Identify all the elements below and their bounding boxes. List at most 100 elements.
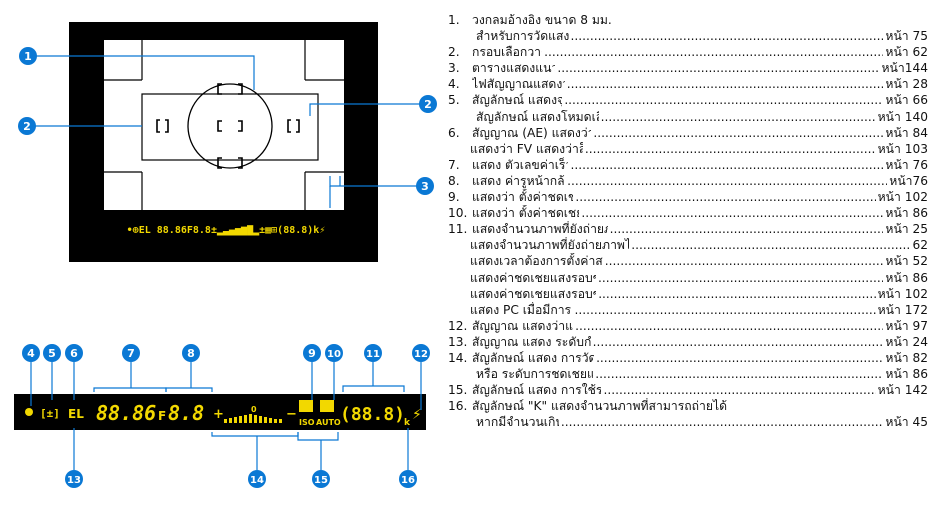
svg-text:10: 10	[327, 349, 341, 360]
svg-text:8: 8	[187, 347, 195, 360]
legend-number: 14.	[448, 350, 468, 365]
legend-text: แสดงจำนวนภาพที่ยังถ่ายภาพได้อยู่ ก่อนควา…	[472, 222, 608, 237]
legend-text: สัญลักษณ์ แสดงโหมดเลือกโฟกัสแบบเป็นพื้นท…	[476, 109, 599, 124]
viewfinder-lcd-line: •⊕EL 88.86F8.8±▂▃▄▅▆▇▂±▦⊞(88.8)k⚡	[127, 225, 326, 236]
legend-text: แสดงจำนวนภาพที่ยังถ่ายภาพได้อยู่ ก่อนควา…	[470, 238, 630, 253]
exposure-comp-icon	[320, 400, 334, 412]
leader-dots	[596, 350, 883, 366]
legend-number: 13.	[448, 334, 468, 349]
legend-page: 62	[912, 238, 928, 253]
legend-text: วงกลมอ้างอิง ขนาด 8 มม.	[472, 13, 612, 27]
legend-item: แสดงค่าชดเชยแสงรอบข้างที่ตั้งไว้ (ใช้กับ…	[448, 286, 928, 302]
f-label: F	[158, 409, 166, 423]
legend-page: หน้า 28	[885, 77, 928, 92]
legend-item: 2. กรอบเลือกวางจุดโฟกัส หน้า 62	[448, 44, 928, 60]
legend-item: 6. สัญญาณ (AE) แสดงว่าล็อคค่าแสงที่อ่านได…	[448, 125, 928, 141]
svg-text:5: 5	[48, 347, 56, 360]
panel-callout-leaders	[30, 362, 422, 470]
leader-dots	[595, 366, 883, 382]
leader-dots	[631, 237, 910, 253]
legend-page: หน้า 76	[885, 157, 928, 172]
flash-comp-icon	[299, 400, 313, 412]
legend-item: สำหรับการวัดแสงเฉลี่ยหนักกลาง หน้า 75	[448, 28, 928, 44]
legend-text: สัญลักษณ์ แสดงจุดที่เลือกโฟกัส	[472, 93, 563, 108]
legend-number: 3.	[448, 61, 460, 76]
ae-lock-indicator: EL	[68, 407, 84, 421]
leader-dots	[571, 28, 884, 44]
legend-item: แสดงว่า FV แสดงว่าล็อคค่าแสงที่อ่านได้ไว…	[448, 141, 928, 157]
legend-text: สัญลักษณ์ "K" แสดงจำนวนภาพที่สามารถถ่ายไ…	[472, 399, 728, 414]
callout-14: 14	[248, 470, 266, 488]
legend-page: หน้า144	[881, 61, 928, 76]
legend-text: แสดง ค่ารูหน้ากล้องที่เลือกใช้อยู่	[472, 173, 565, 188]
legend-page: หน้า 84	[885, 125, 928, 140]
legend-text: กรอบเลือกวางจุดโฟกัส	[472, 45, 542, 60]
callout-7: 7	[122, 344, 140, 362]
svg-text:6: 6	[70, 347, 78, 360]
callout-16: 16	[399, 470, 417, 488]
legend-item: 9.แสดงว่า ตั้งค่าชดเชยแสงแฟลชเอาไว้หน้า …	[448, 189, 928, 205]
leader-dots	[605, 253, 884, 269]
callout-leaders	[32, 55, 428, 208]
exposure-scale-minus: −	[286, 407, 297, 422]
legend-text: สัญญาณ แสดงว่าแฟลชพร้อมใช้งาน	[472, 318, 573, 333]
callout-3: 3	[416, 177, 434, 195]
svg-text:14: 14	[250, 475, 264, 486]
legend-text: แสดงค่าชดเชยแสงรอบข้างที่ตั้งไว้ (ใช้กับ…	[470, 270, 596, 285]
callout-13: 13	[65, 470, 83, 488]
leader-dots	[574, 302, 875, 318]
legend-number: 9.	[448, 190, 460, 205]
svg-text:4: 4	[27, 347, 35, 360]
legend-page: หน้า 102	[877, 286, 928, 301]
leader-dots	[544, 44, 883, 60]
legend-item: 10.แสดงว่า ตั้งค่าชดเชยแสงรอบข้างเอาไว้ห…	[448, 205, 928, 221]
legend-number: 5.	[448, 93, 460, 108]
legend-text: หรือ ระดับการชดเชยแสง (ในโหมดอัติโนมัติ)	[476, 367, 594, 382]
legend-number: 8.	[448, 173, 460, 188]
af-area-box	[141, 93, 319, 161]
legend-text: แสดง PC เมื่อมีการเชื่อมต่อเข้าคอมฯ.	[470, 302, 572, 317]
leader-dots	[601, 109, 876, 125]
callout-4: 4	[22, 344, 40, 362]
leader-dots	[593, 125, 883, 141]
exposure-scale-plus: +	[213, 407, 224, 422]
svg-text:15: 15	[314, 475, 328, 486]
legend-number: 2.	[448, 45, 460, 60]
legend-page: หน้า 25	[885, 222, 928, 237]
leader-dots	[570, 157, 883, 173]
frame-count-display: (88.8)	[340, 404, 405, 425]
viewfinder-screen	[104, 40, 344, 210]
legend-number: 7.	[448, 157, 460, 172]
svg-text:11: 11	[366, 349, 380, 360]
legend-item: 3.ตารางแสดงแนวระนาบกล้องหน้า144	[448, 60, 928, 76]
legend-text: แสดงค่าชดเชยแสงรอบข้างที่ตั้งไว้ (ใช้กับ…	[470, 286, 596, 301]
legend-page: หน้า 62	[885, 45, 928, 60]
af-point-brackets	[156, 83, 300, 169]
k-indicator: k	[404, 418, 411, 428]
legend-page: หน้า 86	[885, 270, 928, 285]
legend-text: สำหรับการวัดแสงเฉลี่ยหนักกลาง	[476, 29, 569, 44]
legend-item: 14.สัญลักษณ์ แสดง การวัดแสง(ในโหมดแมนน่ว…	[448, 350, 928, 366]
callout-2-left: 2	[18, 117, 36, 135]
callout-10: 10	[325, 344, 343, 362]
legend-text: สัญญาณ (AE) แสดงว่าล็อคค่าแสงที่อ่านได้ไ…	[472, 125, 592, 140]
callout-2-right: 2	[419, 95, 437, 113]
legend-item: หรือ ระดับการชดเชยแสง (ในโหมดอัติโนมัติ)…	[448, 366, 928, 382]
callout-1: 1	[19, 47, 37, 65]
legend-number: 6.	[448, 125, 460, 140]
legend-item: 7.แสดง ตัวเลขค่าเร็วชัตเตอร์ที่ใช้อยู่หน…	[448, 157, 928, 173]
leader-dots	[567, 76, 884, 92]
legend-item: แสดงจำนวนภาพที่ยังถ่ายภาพได้อยู่ ก่อนควา…	[448, 237, 928, 253]
svg-text:9: 9	[308, 347, 316, 360]
legend-item: 12.สัญญาณ แสดงว่าแฟลชพร้อมใช้งานหน้า 97	[448, 318, 928, 334]
aperture-display: 8.8	[168, 401, 204, 425]
leader-dots	[561, 414, 884, 430]
legend-page: หน้า 82	[885, 350, 928, 365]
leader-dots	[564, 92, 883, 108]
legend-page: หน้า 75	[885, 29, 928, 44]
svg-text:3: 3	[421, 180, 429, 193]
legend-list: 1.วงกลมอ้างอิง ขนาด 8 มม.สำหรับการวัดแสง…	[448, 12, 928, 430]
svg-text:7: 7	[127, 347, 135, 360]
callout-8: 8	[182, 344, 200, 362]
